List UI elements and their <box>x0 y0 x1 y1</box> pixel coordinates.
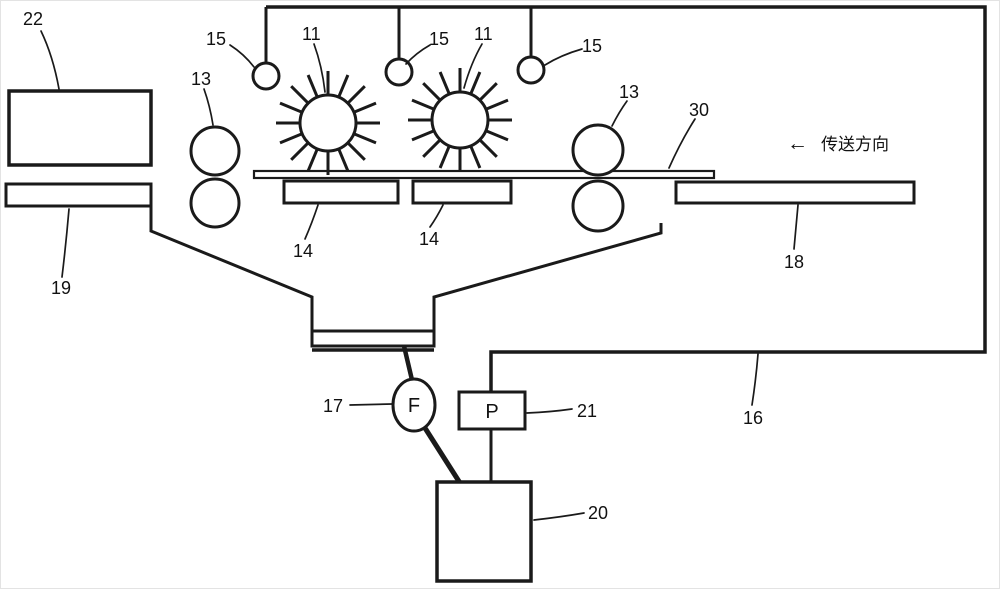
flow-meter-17 <box>391 377 437 433</box>
pipe-f-to-tank <box>422 426 463 485</box>
label-21: 21 <box>577 401 597 421</box>
leader-ref14-2 <box>429 204 444 228</box>
unit-22 <box>7 89 153 167</box>
table-19 <box>4 182 153 208</box>
label-14-2: 14 <box>419 229 439 249</box>
label-19: 19 <box>51 278 71 298</box>
label-18: 18 <box>784 252 804 272</box>
leader-ref21 <box>526 408 573 414</box>
leader-ref30 <box>668 118 696 169</box>
label-15-2: 15 <box>429 29 449 49</box>
direction-label: 传送方向 <box>821 135 889 154</box>
label-13-right: 13 <box>619 82 639 102</box>
flow-meter-letter: F <box>408 395 420 417</box>
roller-13-left-top <box>189 125 241 177</box>
label-16: 16 <box>743 408 763 428</box>
label-14-1: 14 <box>293 241 313 261</box>
roller-13-left-bottom <box>189 177 241 229</box>
brush-roller-11-1 <box>276 71 380 175</box>
leader-ref13-right <box>611 100 628 127</box>
label-13-left: 13 <box>191 69 211 89</box>
label-22: 22 <box>23 9 43 29</box>
nozzle-15-2 <box>384 57 414 87</box>
hopper-right-wall <box>432 223 663 331</box>
tray-14-2 <box>411 179 513 205</box>
leader-ref11-2 <box>463 43 483 89</box>
chamber-boundary <box>266 5 987 392</box>
substrate-30 <box>252 169 716 180</box>
table-18 <box>674 180 916 205</box>
leader-ref13-left <box>203 88 214 126</box>
leader-ref22 <box>40 30 60 90</box>
leader-ref11-1 <box>313 43 326 93</box>
nozzle-15-1 <box>251 61 281 91</box>
label-20: 20 <box>588 503 608 523</box>
leader-ref15-1 <box>229 44 255 68</box>
tray-14-1 <box>282 179 400 205</box>
label-17: 17 <box>323 396 343 416</box>
leader-ref14-1 <box>304 204 319 240</box>
hopper-outlet <box>310 329 436 348</box>
label-11-1: 11 <box>302 24 321 44</box>
leader-ref19 <box>61 208 70 278</box>
pump-letter: P <box>485 401 498 423</box>
roller-13-right-bottom <box>571 179 625 233</box>
hopper-left-wall <box>149 206 314 331</box>
direction-arrow-icon: ← <box>787 132 808 155</box>
leader-ref18 <box>793 204 799 250</box>
leader-ref17 <box>349 403 393 406</box>
label-11-2: 11 <box>474 24 493 44</box>
pump-21 <box>457 390 527 431</box>
nozzle-15-3 <box>516 55 546 85</box>
brush-roller-11-2 <box>408 68 512 172</box>
pipe-outlet-to-f <box>401 345 415 381</box>
roller-13-right-top <box>571 123 625 177</box>
leader-ref20 <box>533 512 585 521</box>
tank-20 <box>435 480 533 583</box>
label-15-1: 15 <box>206 29 226 49</box>
label-30: 30 <box>689 100 709 120</box>
leader-ref16 <box>751 353 759 406</box>
leader-ref15-2 <box>405 44 431 65</box>
leader-ref15-3 <box>544 48 583 66</box>
label-15-3: 15 <box>582 36 602 56</box>
